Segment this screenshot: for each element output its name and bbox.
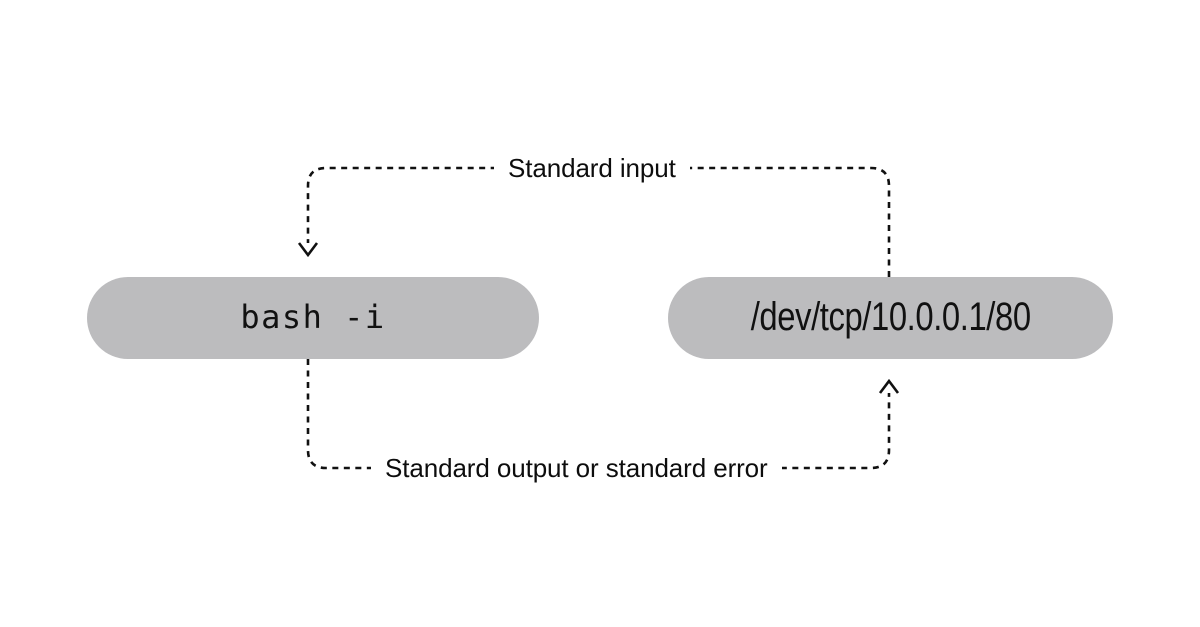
- stdin-connector-path: [306, 166, 891, 277]
- edge-label-standard-output: Standard output or standard error: [371, 455, 782, 481]
- stdout-connector-path: [306, 359, 891, 470]
- stdin-arrowhead-icon: [297, 242, 319, 258]
- node-bash[interactable]: bash -i: [87, 277, 539, 359]
- edge-label-standard-input: Standard input: [494, 155, 690, 181]
- stdout-arrowhead-icon: [878, 378, 900, 394]
- node-devtcp[interactable]: /dev/tcp/10.0.0.1/80: [668, 277, 1113, 359]
- node-bash-label: bash -i: [240, 298, 386, 336]
- node-devtcp-label: /dev/tcp/10.0.0.1/80: [750, 295, 1031, 339]
